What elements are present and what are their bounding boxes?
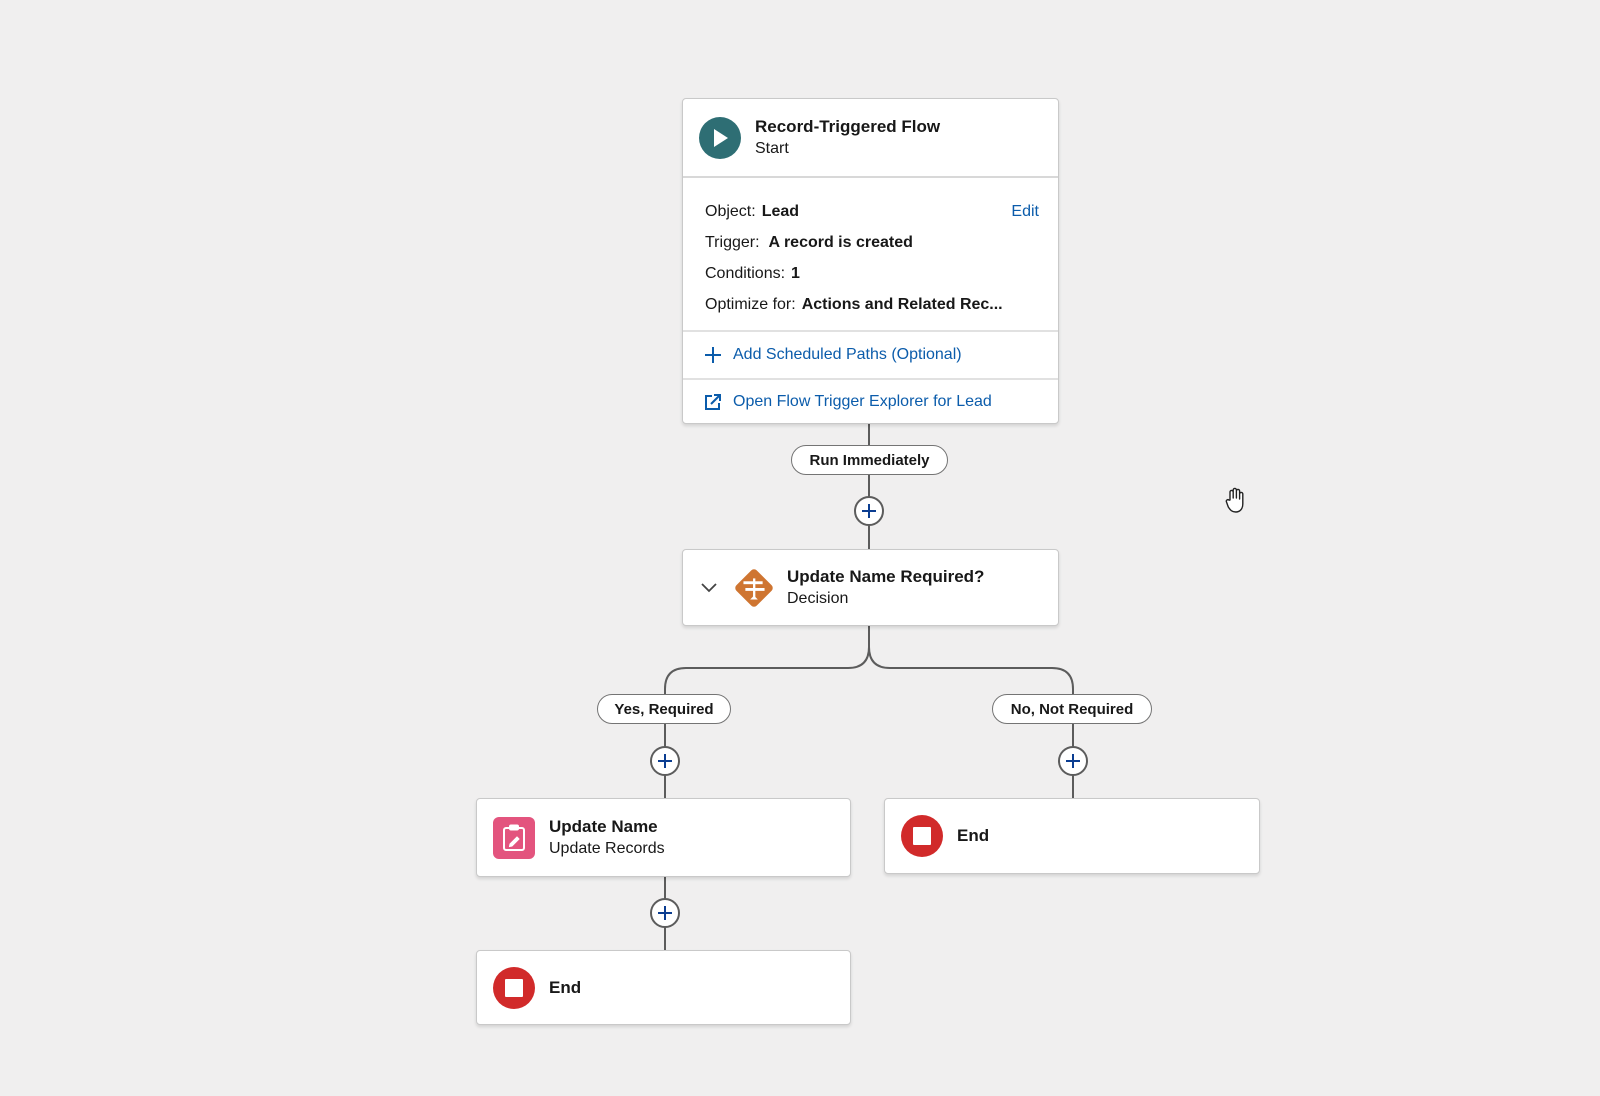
trigger-label: Trigger: <box>705 234 760 251</box>
object-value: Lead <box>761 203 800 220</box>
end-node-card-no[interactable]: End <box>884 798 1260 874</box>
start-node-subtitle: Start <box>755 139 789 157</box>
update-records-node-card[interactable]: Update Name Update Records <box>476 798 851 877</box>
plus-icon <box>1066 754 1080 768</box>
edit-start-link[interactable]: Edit <box>1011 203 1039 220</box>
yes-required-outcome-label[interactable]: Yes, Required <box>597 694 731 724</box>
no-not-required-outcome-label[interactable]: No, Not Required <box>992 694 1152 724</box>
trigger-value: A record is created <box>768 234 913 251</box>
clipboard-edit-icon <box>493 816 535 859</box>
open-flow-trigger-explorer-link[interactable]: Open Flow Trigger Explorer for Lead <box>683 378 1058 424</box>
end-node-card-yes[interactable]: End <box>476 950 851 1025</box>
trigger-row: Trigger: A record is created <box>705 227 1038 258</box>
start-node-title: Record-Triggered Flow <box>755 116 941 136</box>
object-label: Object: <box>705 203 756 220</box>
hand-cursor-icon <box>1224 486 1248 519</box>
plus-icon <box>658 906 672 920</box>
add-element-button-no[interactable] <box>1058 746 1088 776</box>
conditions-row: Conditions: 1 <box>705 258 1038 289</box>
start-node-card[interactable]: Record-Triggered Flow Start Edit Object:… <box>682 98 1059 424</box>
add-element-button-after-update[interactable] <box>650 898 680 928</box>
decision-node-card[interactable]: Update Name Required? Decision <box>682 549 1059 626</box>
stop-icon <box>901 815 943 857</box>
conditions-label: Conditions: <box>705 265 786 282</box>
end-node-title-yes: End <box>549 977 582 997</box>
decision-node-title: Update Name Required? <box>787 566 985 586</box>
object-row: Object: Lead <box>705 196 1038 227</box>
chevron-down-icon[interactable] <box>699 582 719 593</box>
start-node-details: Edit Object: Lead Trigger: A record is cre… <box>683 178 1058 332</box>
end-node-title-no: End <box>957 826 990 845</box>
open-flow-trigger-explorer-label: Open Flow Trigger Explorer for Lead <box>733 393 992 410</box>
plus-icon <box>862 504 876 518</box>
add-element-button[interactable] <box>854 496 884 526</box>
external-link-icon <box>703 392 723 412</box>
conditions-value: 1 <box>791 265 800 282</box>
add-scheduled-paths-label: Add Scheduled Paths (Optional) <box>733 346 962 363</box>
add-scheduled-paths-link[interactable]: Add Scheduled Paths (Optional) <box>683 332 1058 378</box>
update-records-node-title: Update Name <box>549 816 658 836</box>
optimize-row: Optimize for: Actions and Related Rec... <box>705 289 1038 320</box>
start-node-header[interactable]: Record-Triggered Flow Start <box>683 99 1058 178</box>
plus-icon <box>658 754 672 768</box>
stop-icon <box>493 966 535 1009</box>
decision-node-subtitle: Decision <box>787 589 849 607</box>
add-element-button-yes[interactable] <box>650 746 680 776</box>
update-records-node-subtitle: Update Records <box>549 839 665 857</box>
play-icon <box>699 116 741 159</box>
plus-icon <box>703 345 723 365</box>
optimize-label: Optimize for: <box>705 296 796 313</box>
run-immediately-path-label[interactable]: Run Immediately <box>791 445 948 475</box>
signpost-icon <box>731 565 777 611</box>
optimize-value: Actions and Related Rec... <box>801 296 1003 313</box>
